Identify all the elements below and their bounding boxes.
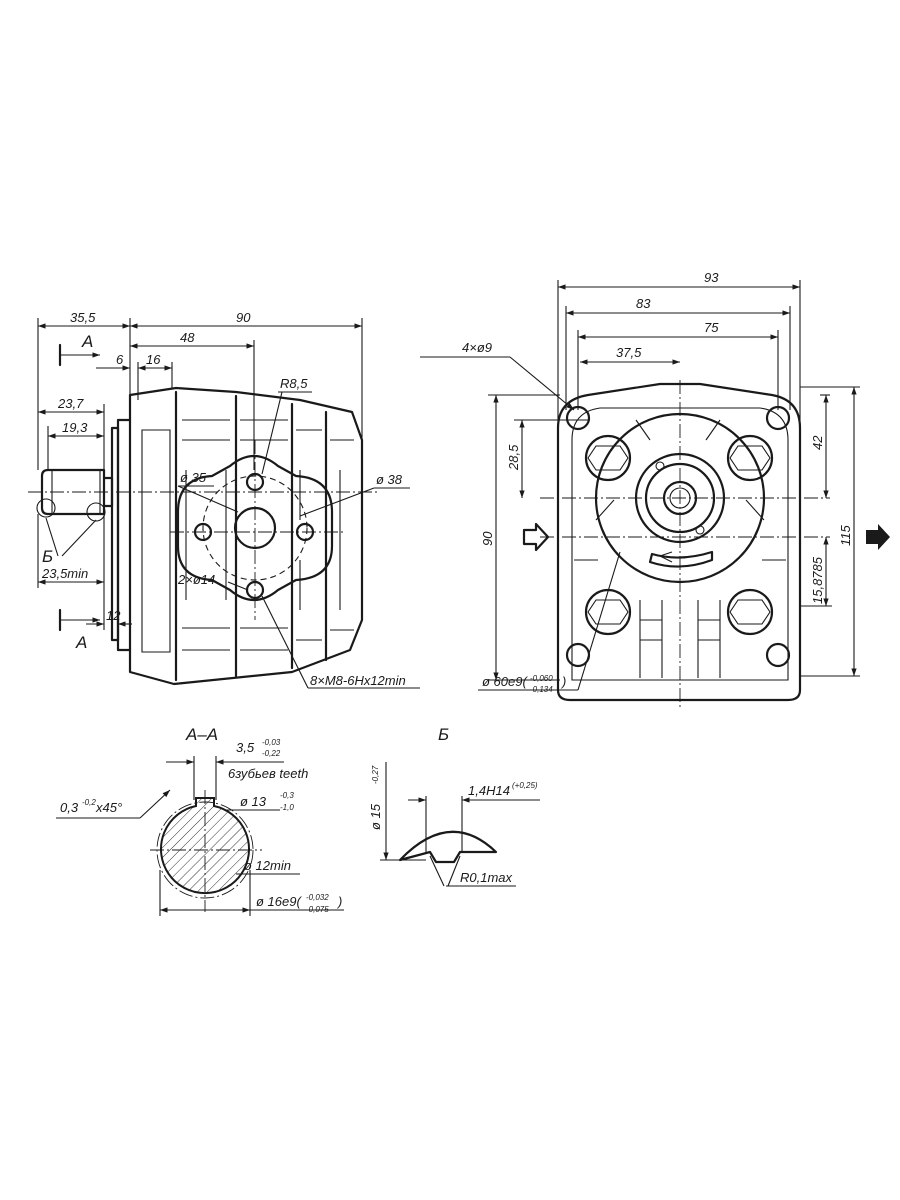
svg-text:0,3: 0,3 [60, 800, 79, 815]
flange-pattern [170, 440, 345, 620]
svg-text:R8,5: R8,5 [280, 376, 308, 391]
section-marker-top: A [58, 332, 100, 367]
svg-text:): ) [560, 674, 566, 689]
svg-text:6: 6 [116, 352, 124, 367]
svg-text:ø 35: ø 35 [180, 470, 207, 485]
svg-text:42: 42 [810, 435, 825, 450]
svg-text:8×M8-6Hx12min: 8×M8-6Hx12min [310, 673, 406, 688]
svg-text:3,5: 3,5 [236, 740, 255, 755]
svg-text:A–A: A–A [185, 725, 218, 744]
svg-text:ø 12min: ø 12min [244, 858, 291, 873]
side-dimensions: 35,5 90 48 6 16 23,7 19,3 23,5min Б [37, 310, 363, 640]
svg-text:Б: Б [438, 725, 449, 744]
svg-text:-0,03: -0,03 [262, 738, 281, 747]
svg-text:(+0,25): (+0,25) [512, 781, 538, 790]
svg-text:15,8785: 15,8785 [810, 556, 825, 604]
svg-text:ø 16e9(: ø 16e9( [256, 894, 302, 909]
svg-text:4×ø9: 4×ø9 [462, 340, 492, 355]
svg-text:19,3: 19,3 [62, 420, 88, 435]
svg-text:-0,22: -0,22 [262, 749, 281, 758]
svg-text:37,5: 37,5 [616, 345, 642, 360]
outlet-arrow-icon [866, 524, 890, 550]
svg-text:90: 90 [480, 531, 495, 546]
svg-text:ø 60e9(: ø 60e9( [482, 674, 528, 689]
svg-text:-0,27: -0,27 [371, 765, 380, 784]
svg-text:Б: Б [42, 547, 53, 566]
svg-text:90: 90 [236, 310, 251, 325]
svg-text:23,5min: 23,5min [41, 566, 88, 581]
side-view: A A 35,5 90 48 6 16 23,7 [28, 310, 420, 689]
svg-text:-0,032: -0,032 [306, 893, 329, 902]
section-marker-bottom: A [58, 608, 100, 652]
svg-text:23,7: 23,7 [57, 396, 84, 411]
svg-text:-0,075: -0,075 [306, 905, 329, 914]
svg-text:-0,3: -0,3 [280, 791, 294, 800]
svg-text:48: 48 [180, 330, 195, 345]
svg-text:35,5: 35,5 [70, 310, 96, 325]
svg-text:A: A [75, 633, 87, 652]
front-body [522, 380, 890, 710]
svg-text:-0,2: -0,2 [82, 798, 96, 807]
svg-text:28,5: 28,5 [506, 444, 521, 471]
svg-text:6зубьев teeth: 6зубьев teeth [228, 766, 308, 781]
svg-text:1,4H14: 1,4H14 [468, 783, 510, 798]
svg-text:x45°: x45° [95, 800, 122, 815]
front-dimensions: 93 83 75 37,5 4×ø9 28,5 42 90 [420, 270, 860, 694]
svg-text:R0,1max: R0,1max [460, 870, 513, 885]
svg-text:ø 13: ø 13 [240, 794, 267, 809]
svg-text:2×ø14: 2×ø14 [177, 572, 215, 587]
svg-text:16: 16 [146, 352, 161, 367]
svg-text:12: 12 [106, 608, 121, 623]
svg-text:ø 15: ø 15 [368, 803, 383, 830]
svg-text:75: 75 [704, 320, 719, 335]
svg-text:ø 38: ø 38 [376, 472, 403, 487]
section-a-a: A–A 3,5 -0,03 -0,22 6зубьев teeth 0,3 -0… [56, 725, 344, 916]
shaft [36, 468, 114, 522]
svg-text:115: 115 [838, 525, 853, 546]
flange-annotations: R8,5 ø 35 ø 38 2×ø14 8×M8-6Hx12min [177, 376, 420, 689]
svg-text:): ) [336, 894, 342, 909]
svg-text:83: 83 [636, 296, 651, 311]
svg-text:-0,134: -0,134 [530, 685, 553, 694]
front-view: 93 83 75 37,5 4×ø9 28,5 42 90 [420, 270, 890, 710]
svg-text:-0,060: -0,060 [530, 674, 553, 683]
svg-text:93: 93 [704, 270, 719, 285]
svg-text:-1,0: -1,0 [280, 803, 294, 812]
svg-text:A: A [81, 332, 93, 351]
detail-b: Б ø 15 -0,27 1,4H14 (+0,25) R0,1max [368, 725, 540, 887]
